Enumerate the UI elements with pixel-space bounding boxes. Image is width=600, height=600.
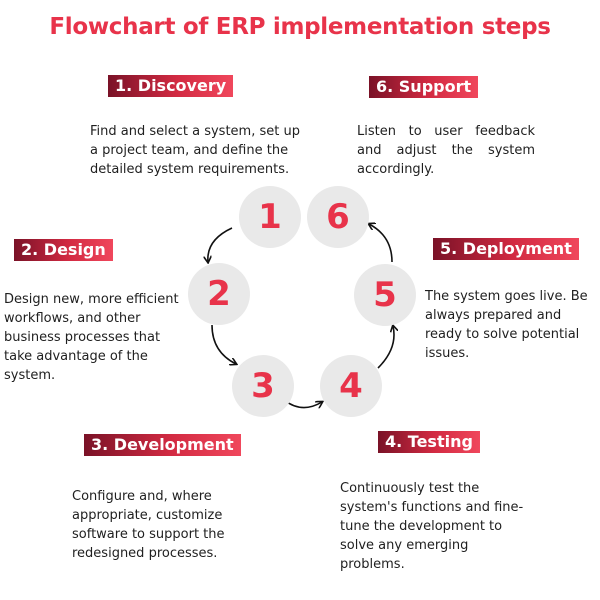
step-1-description: Find and select a system, set up a proje…	[90, 124, 300, 177]
step-5-label: 5. Deployment	[433, 238, 579, 260]
arrow-2-to-3	[211, 324, 236, 364]
step-2-description: Design new, more efficient workflows, an…	[4, 292, 179, 383]
step-6-description: Listen to user feedback and adjust the s…	[357, 124, 535, 177]
step-6-circle: 6	[307, 186, 369, 248]
step-4-description: Continuously test the system's functions…	[340, 481, 524, 572]
step-1-label: 1. Discovery	[108, 75, 234, 97]
page-title: Flowchart of ERP implementation steps	[49, 14, 551, 40]
step-5-description: The system goes live. Be always prepared…	[425, 289, 588, 361]
step-3-label: 3. Development	[84, 434, 241, 456]
step-5-circle: 5	[354, 264, 416, 326]
arrow-4-to-5	[377, 326, 394, 369]
step-2-circle: 2	[188, 263, 250, 325]
step-2-label: 2. Design	[14, 239, 113, 261]
step-1-circle: 1	[239, 186, 301, 248]
step-4-label: 4. Testing	[378, 431, 480, 453]
step-3-circle: 3	[232, 355, 294, 417]
step-4-circle: 4	[320, 355, 382, 417]
arrow-5-to-6	[369, 224, 393, 263]
step-6-label: 6. Support	[369, 76, 479, 98]
arrow-1-to-2	[208, 227, 233, 262]
step-3-description: Configure and, where appropriate, custom…	[72, 489, 225, 561]
